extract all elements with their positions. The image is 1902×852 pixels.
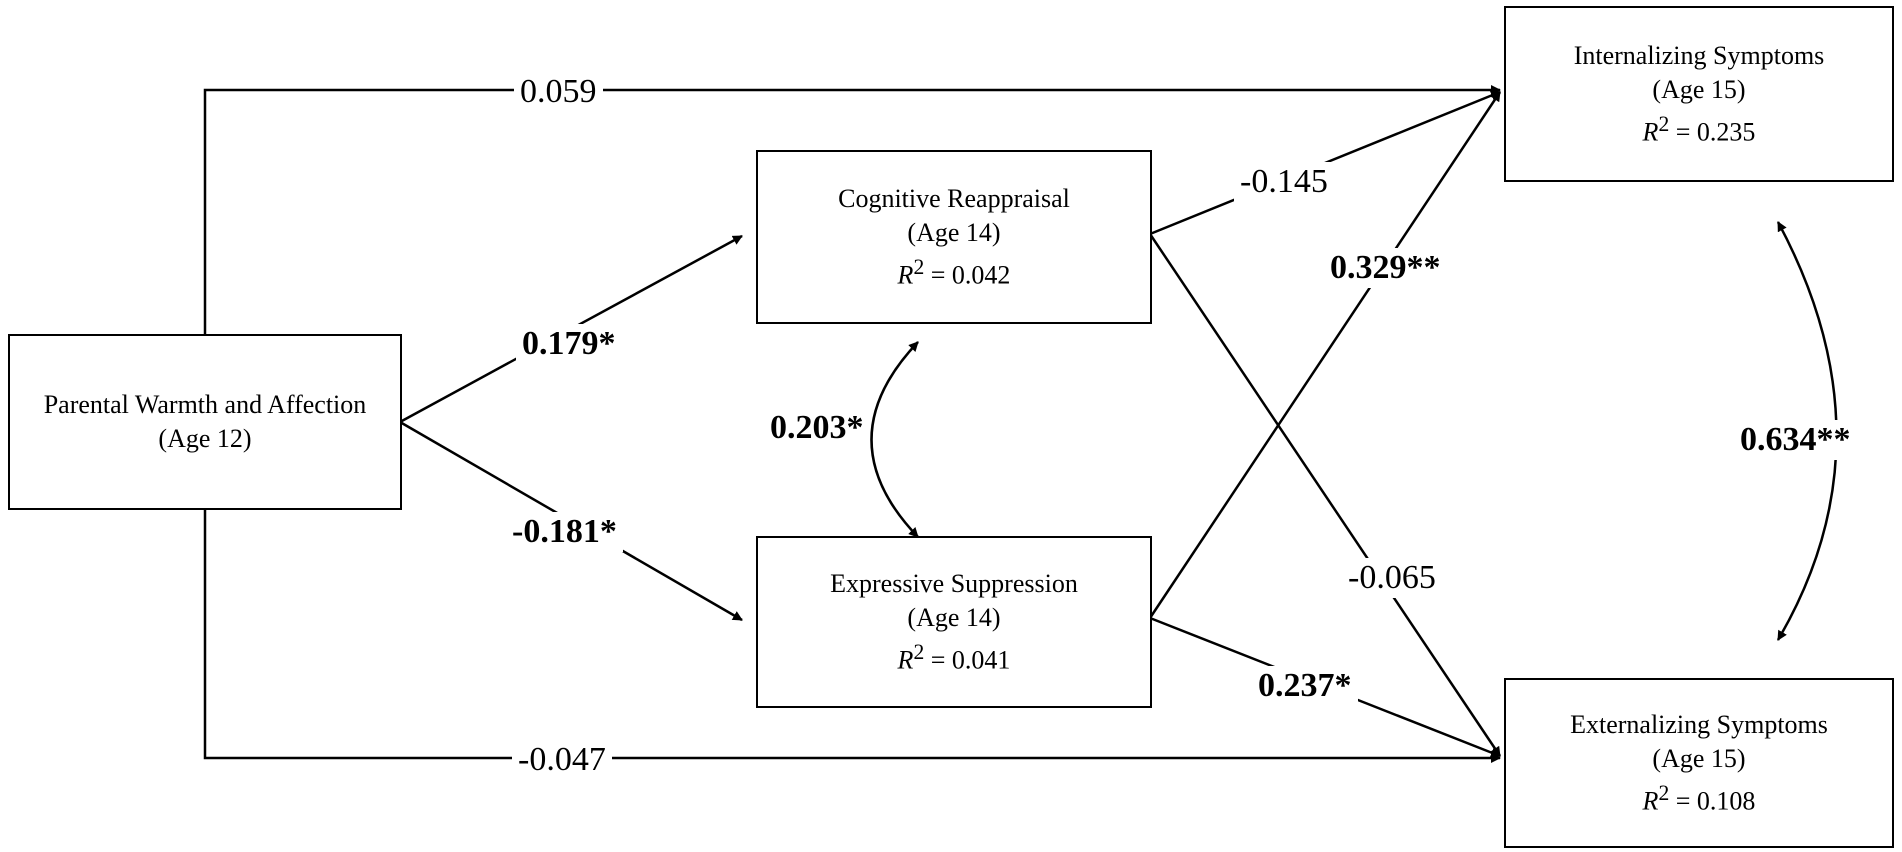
node-r-squared: R2 = 0.108	[1506, 776, 1892, 819]
path-reappraisal-suppression-cov	[870, 341, 919, 538]
node-externalizing-symptoms: Externalizing Symptoms (Age 15) R2 = 0.1…	[1504, 678, 1894, 848]
node-title: Expressive Suppression	[830, 568, 1078, 598]
node-age: (Age 15)	[1652, 74, 1746, 104]
coef-parental-externalizing: -0.047	[512, 740, 612, 780]
node-title: Cognitive Reappraisal	[838, 183, 1070, 213]
path-reappraisal-externalizing	[1148, 233, 1502, 757]
r-squared-exponent: 2	[913, 254, 925, 279]
coef-internalizing-externalizing-cov: 0.634**	[1734, 420, 1857, 460]
node-r-squared: R2 = 0.042	[758, 250, 1150, 293]
node-internalizing-symptoms: Internalizing Symptoms (Age 15) R2 = 0.2…	[1504, 6, 1894, 182]
r-squared-value: = 0.041	[924, 645, 1011, 675]
r-squared-symbol: R	[897, 260, 914, 290]
coef-parental-reappraisal: 0.179*	[516, 324, 622, 364]
node-age: (Age 15)	[1652, 743, 1746, 773]
r-squared-exponent: 2	[1658, 780, 1670, 805]
node-r-squared: R2 = 0.235	[1506, 107, 1892, 150]
node-cognitive-reappraisal: Cognitive Reappraisal (Age 14) R2 = 0.04…	[756, 150, 1152, 324]
node-age: (Age 12)	[158, 424, 252, 453]
node-expressive-suppression: Expressive Suppression (Age 14) R2 = 0.0…	[756, 536, 1152, 708]
coef-reappraisal-externalizing: -0.065	[1342, 558, 1442, 598]
node-title: Parental Warmth and Affection	[43, 390, 367, 419]
r-squared-symbol: R	[897, 645, 914, 675]
path-parental-internalizing	[203, 85, 1501, 334]
r-squared-value: = 0.108	[1669, 786, 1756, 816]
r-squared-symbol: R	[1642, 117, 1659, 147]
node-age: (Age 14)	[907, 217, 1001, 247]
path-suppression-internalizing	[1148, 91, 1502, 619]
coef-suppression-internalizing: 0.329**	[1324, 248, 1447, 288]
r-squared-symbol: R	[1642, 786, 1659, 816]
node-title: Internalizing Symptoms	[1573, 40, 1825, 70]
node-title: Externalizing Symptoms	[1570, 709, 1828, 739]
r-squared-value: = 0.042	[924, 260, 1011, 290]
coef-reappraisal-internalizing: -0.145	[1234, 162, 1334, 202]
r-squared-exponent: 2	[913, 639, 925, 664]
coef-parental-internalizing: 0.059	[514, 72, 603, 112]
r-squared-value: = 0.235	[1669, 117, 1756, 147]
coef-reappraisal-suppression-cov: 0.203*	[764, 408, 870, 448]
node-r-squared: R2 = 0.041	[758, 635, 1150, 678]
coef-suppression-externalizing: 0.237*	[1252, 666, 1358, 706]
r-squared-exponent: 2	[1658, 111, 1670, 136]
node-age: (Age 14)	[907, 602, 1001, 632]
path-parental-externalizing	[203, 510, 1501, 763]
coef-parental-suppression: -0.181*	[506, 512, 623, 552]
node-parental-warmth: Parental Warmth and Affection (Age 12)	[8, 334, 402, 510]
